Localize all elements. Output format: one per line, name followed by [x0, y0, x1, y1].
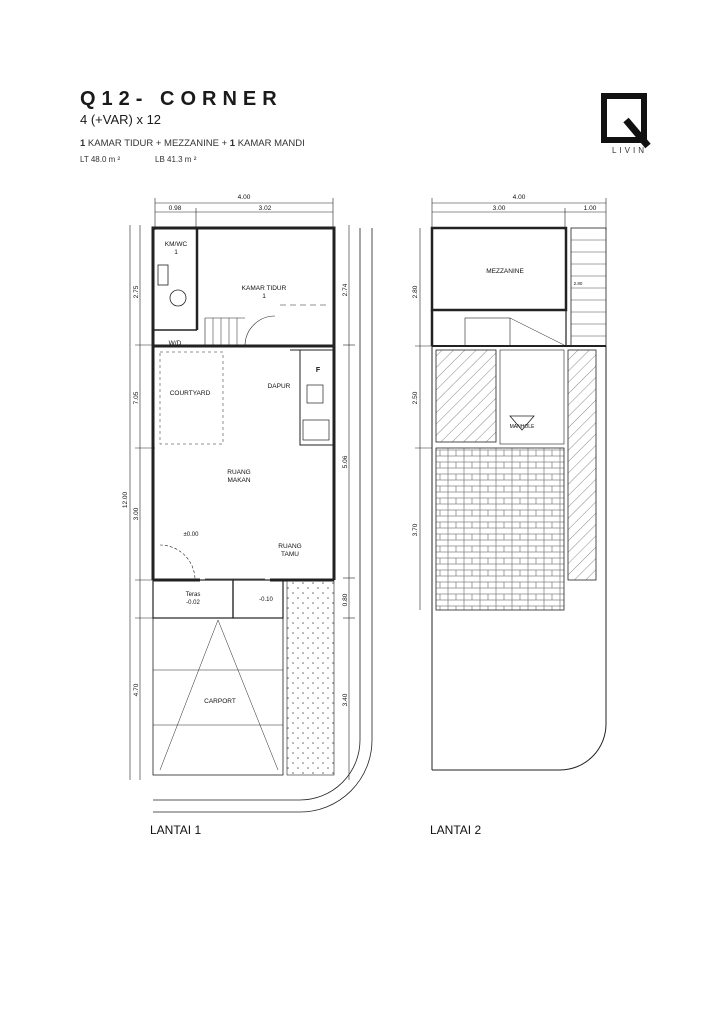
f2-dim-left-c: 3.70: [412, 523, 419, 536]
f2-dim-left-b: 2.50: [412, 391, 419, 404]
room-mezzanine-label: MEZZANINE: [486, 268, 524, 275]
f1-dim-left-d: 4.70: [133, 683, 140, 696]
bed-count: 1: [80, 138, 86, 149]
f1-dim-right-c: 0.80: [342, 593, 349, 606]
f1-dim-top-b: 3.02: [259, 205, 272, 212]
room-living-label-2: TAMU: [281, 551, 299, 558]
bath-label: KAMAR MANDI: [235, 138, 305, 149]
f1-dim-left-total: 12.00: [122, 491, 129, 508]
bath-count: 1: [229, 138, 236, 149]
q-logo-icon: [601, 93, 651, 149]
floor2-caption: LANTAI 2: [430, 823, 482, 837]
building-area: LB 41.3 m ²: [155, 155, 197, 164]
room-bedroom-number: 1: [262, 293, 266, 300]
f1-dim-top-total: 4.00: [238, 194, 251, 201]
floor2-labels: 4.00 3.00 1.00 2.80 2.50 3.70 MEZZANINE …: [412, 194, 597, 536]
page-title: Q12- CORNER: [80, 88, 283, 110]
land-area: LT 48.0 m ²: [80, 155, 121, 164]
floor1-labels: 4.00 0.98 3.02 2.75 7.05 3.00 12.00 4.70…: [122, 194, 349, 706]
f2-dim-top-a: 3.00: [493, 205, 506, 212]
page-subtitle: 4 (+VAR) x 12: [80, 112, 162, 127]
f1-dim-left-b: 7.05: [133, 391, 140, 404]
level-main-label: ±0.00: [184, 532, 200, 538]
f1-dim-right-a: 2.74: [342, 283, 349, 296]
room-dining-label-2: MAKAN: [227, 477, 250, 484]
room-dining-label-1: RUANG: [227, 469, 250, 476]
level-side-label: -0.10: [259, 597, 273, 603]
room-kitchen-label: DAPUR: [268, 383, 291, 390]
f1-dim-left-a: 2.75: [133, 285, 140, 298]
room-kmwc-number: 1: [174, 249, 178, 256]
unit-description: 1 KAMAR TIDUR + MEZZANINE + 1 KAMAR MAND…: [80, 138, 305, 149]
bed-label: KAMAR TIDUR + MEZZANINE +: [85, 138, 230, 149]
room-courtyard-label: COURTYARD: [170, 390, 211, 397]
brand-name: LIVIN: [612, 146, 648, 155]
room-wd-label: W/D: [169, 340, 182, 347]
floor1-caption: LANTAI 1: [150, 823, 202, 837]
room-bedroom-label: KAMAR TIDUR: [242, 285, 287, 292]
stair-level-label: 2.80: [574, 281, 583, 286]
room-living-label-1: RUANG: [278, 543, 301, 550]
f2-dim-left-a: 2.80: [412, 285, 419, 298]
f1-dim-top-a: 0.98: [169, 205, 182, 212]
f1-dim-left-c: 3.00: [133, 507, 140, 520]
terrace-label: Teras: [186, 592, 201, 598]
room-carport-label: CARPORT: [204, 698, 236, 705]
f2-dim-top-total: 4.00: [513, 194, 526, 201]
floor1-plan: [129, 198, 373, 813]
f2-dim-top-b: 1.00: [584, 205, 597, 212]
manhole-label: MANHOLE: [510, 424, 535, 430]
fridge-label: F: [316, 367, 321, 374]
room-kmwc-label: KM/WC: [165, 241, 188, 248]
f1-dim-right-d: 3.40: [342, 693, 349, 706]
terrace-level-label: -0.02: [186, 600, 200, 606]
f1-dim-right-b: 5.06: [342, 455, 349, 468]
floor2-plan: [415, 198, 607, 771]
